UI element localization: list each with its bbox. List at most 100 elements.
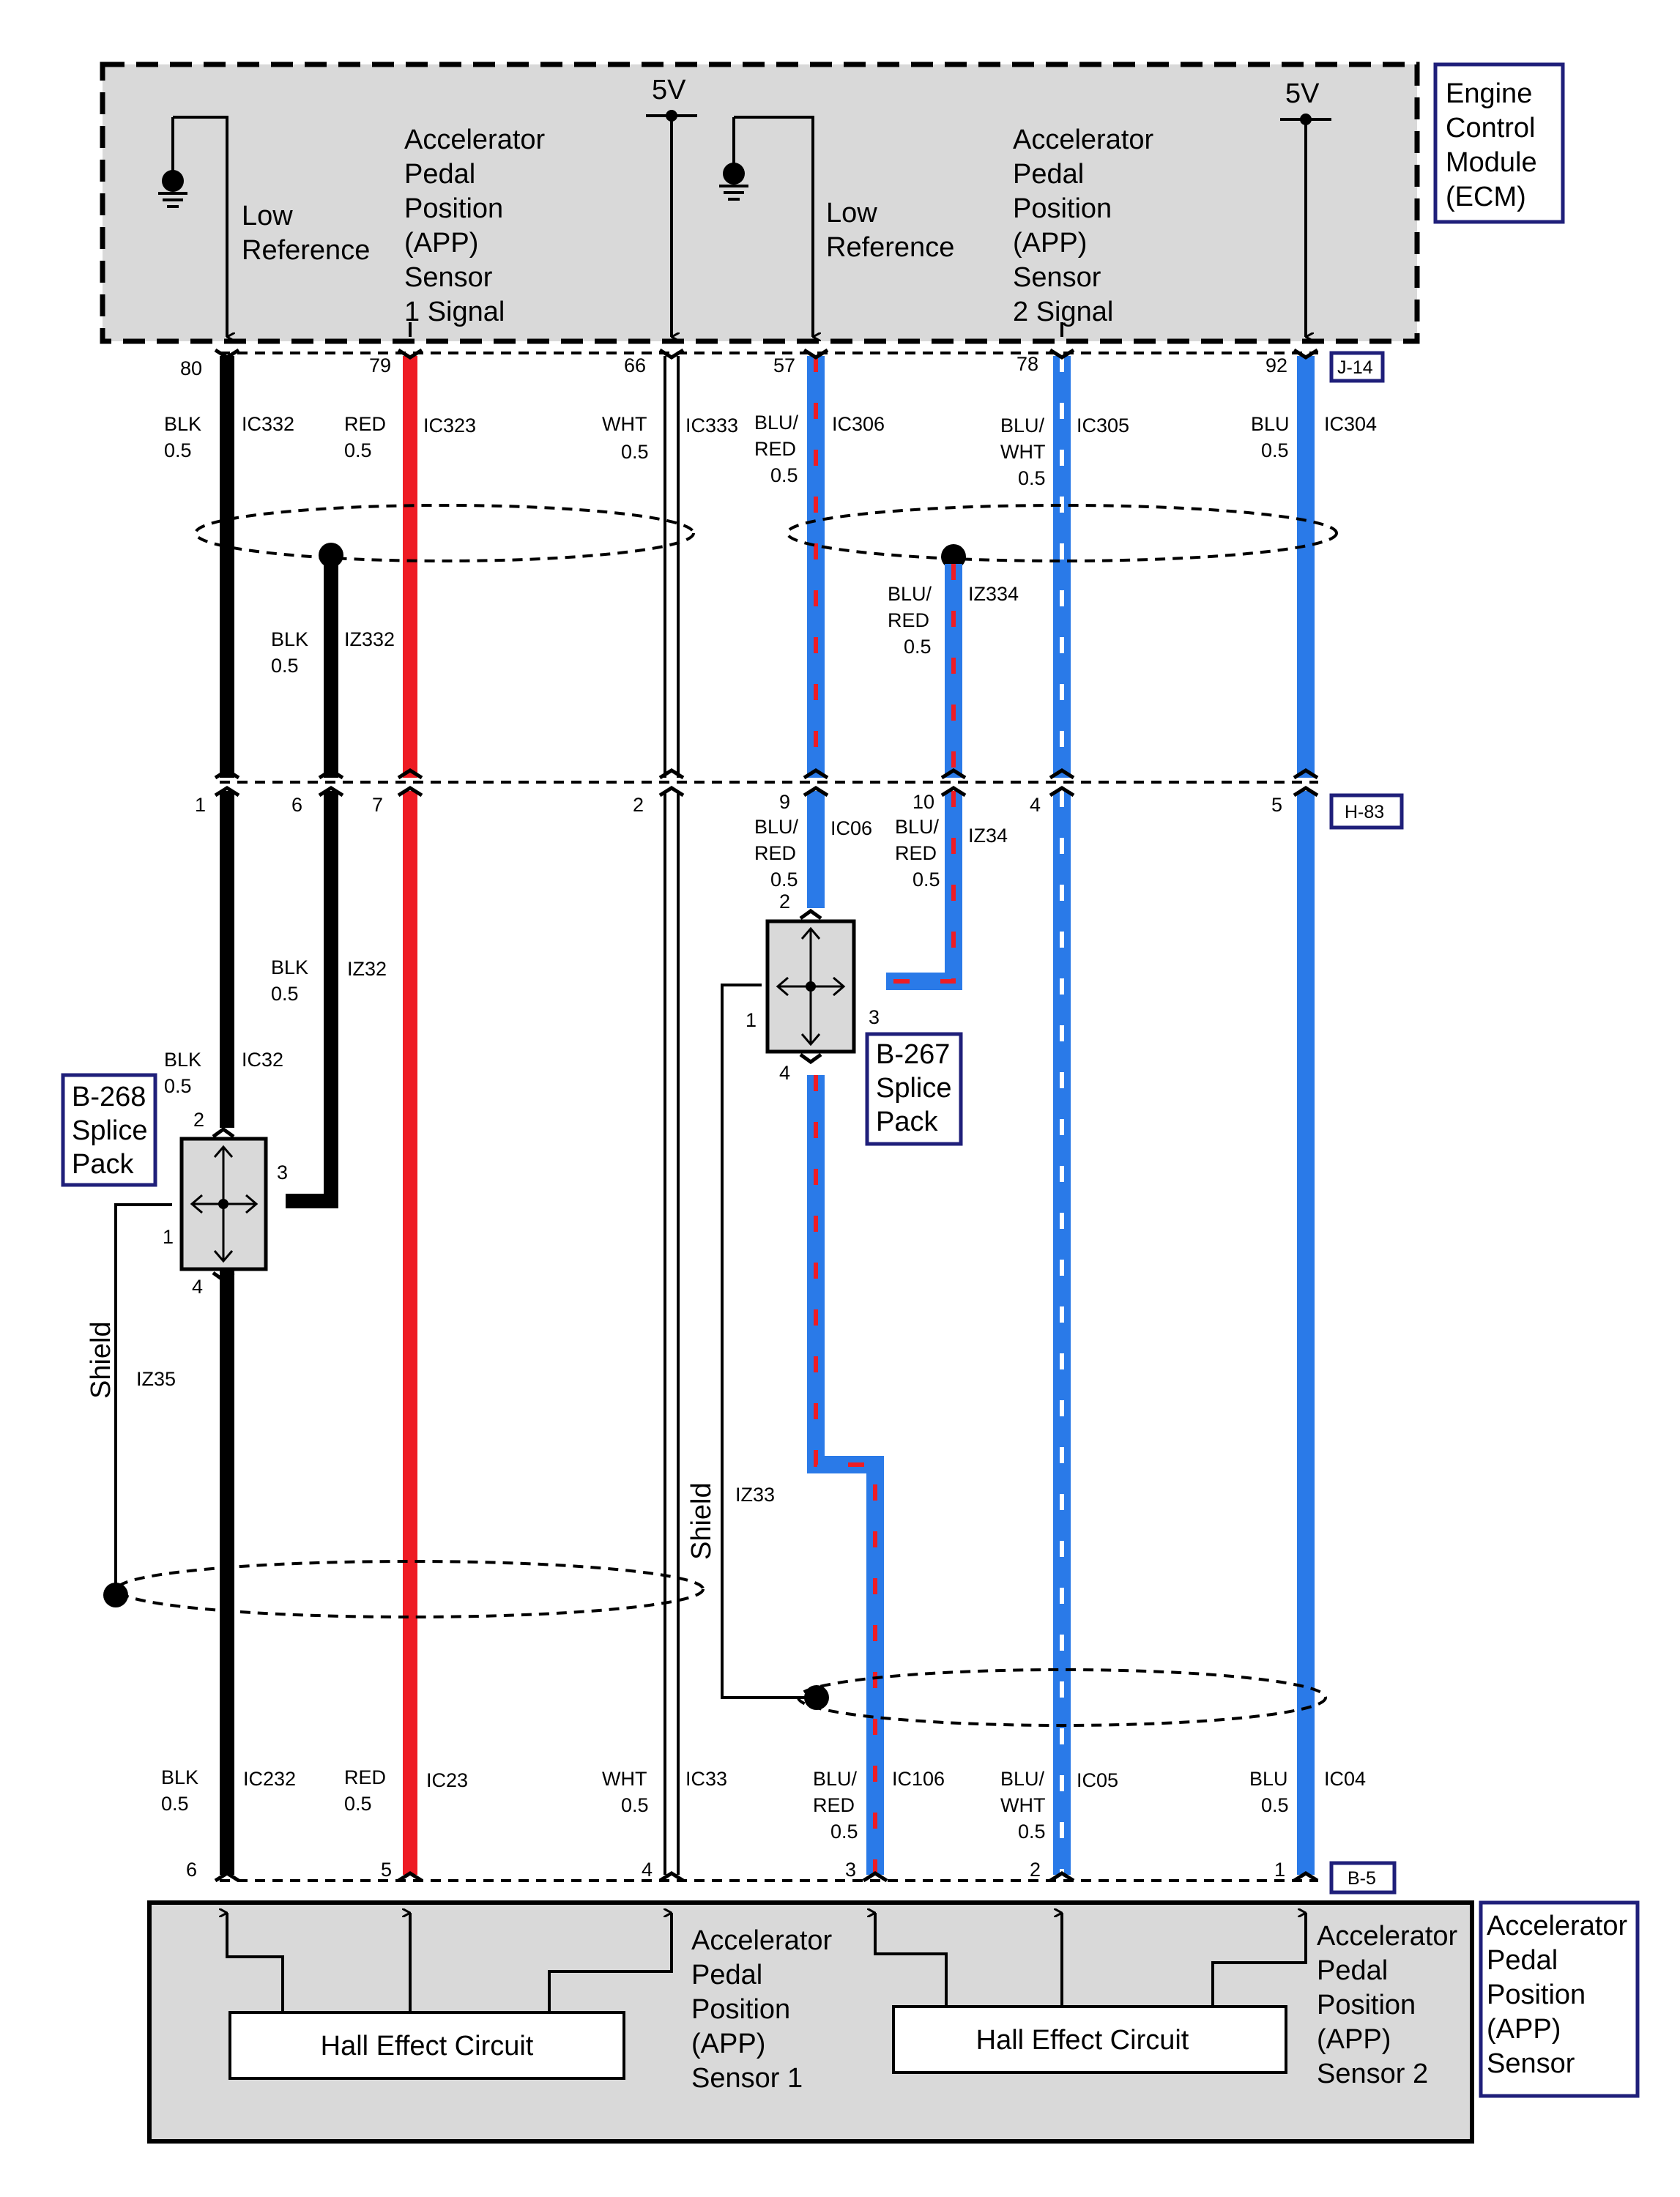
terminal-chevron <box>803 348 829 360</box>
pin-number: 10 <box>913 791 934 813</box>
ecm-title-line: Control <box>1446 113 1536 144</box>
sensor-title-line: Accelerator <box>1487 1911 1628 1941</box>
wire-labels-bottom: BLK 0.5 IC232 RED 0.5 IC23 WHT 0.5 IC33 … <box>161 1766 1366 1843</box>
wire-color: BLK <box>271 628 308 650</box>
shield-ellipses <box>116 504 1338 1727</box>
splice-b268-title: Splice <box>72 1115 148 1146</box>
splice-pin: 1 <box>163 1226 174 1248</box>
wire-circuit: IC33 <box>685 1768 727 1790</box>
terminal-chevron <box>803 786 829 798</box>
app2-sensor-line: Pedal <box>1317 1955 1388 1986</box>
splice-pin: 4 <box>192 1276 203 1298</box>
ecm-title-box: Engine Control Module (ECM) <box>1433 62 1565 224</box>
wire-color: WHT <box>1000 441 1045 463</box>
pin-number: 57 <box>773 354 795 376</box>
wire-color: 0.5 <box>770 869 798 891</box>
wire-labels-mid: BLK 0.5 IZ332 BLU/ RED 0.5 IZ334 BLK 0.5… <box>164 583 1019 1097</box>
wire-color: 0.5 <box>161 1793 189 1815</box>
wire-color: RED <box>344 1766 386 1788</box>
wire-circuit: IC332 <box>242 413 294 435</box>
wire-color: BLU/ <box>1000 415 1045 436</box>
wire-color: 0.5 <box>913 869 940 891</box>
terminal-chevron <box>940 786 967 798</box>
wire-circuit: IC106 <box>892 1768 945 1790</box>
splice-pack-b267 <box>765 919 856 1054</box>
pin-number: 3 <box>845 1859 856 1881</box>
shield-circuit: IZ33 <box>735 1484 775 1506</box>
splice-pack-b268 <box>179 1137 268 1271</box>
pin-number: 78 <box>1016 353 1038 375</box>
wire-color: BLK <box>161 1766 198 1788</box>
supply-5v-label: 5V <box>652 75 686 105</box>
terminal-chevron <box>658 786 685 798</box>
terminal-chevron <box>803 768 829 780</box>
wire-color: 0.5 <box>344 1793 372 1815</box>
app1-signal-line: Pedal <box>404 159 475 190</box>
terminal-chevron <box>214 1871 240 1883</box>
ecm-title-line: Engine <box>1446 78 1532 109</box>
wire-blured-ic106 <box>807 1075 884 1875</box>
wire-color: 0.5 <box>830 1821 858 1843</box>
wire-color: WHT <box>1000 1794 1045 1816</box>
terminal-chevron <box>397 768 423 780</box>
app2-signal-line: Position <box>1013 193 1112 224</box>
app2-signal-line: Sensor <box>1013 262 1101 293</box>
supply-5v-2: 5V <box>1280 78 1331 337</box>
splice-pin: 3 <box>277 1161 288 1183</box>
wire-color: BLU/ <box>754 412 799 434</box>
pin-number: 9 <box>779 791 790 813</box>
terminal-chevron <box>940 768 967 780</box>
pin-number: 2 <box>1030 1859 1041 1881</box>
wire-color: 0.5 <box>621 441 649 463</box>
wire-color: BLU/ <box>1000 1768 1045 1790</box>
app1-sensor-line: Sensor 1 <box>691 2063 803 2094</box>
shield-labels: Shield IZ35 Shield IZ33 <box>86 1321 775 1560</box>
wire-circuit: IC04 <box>1324 1768 1366 1790</box>
connector-h83-label: H-83 <box>1329 793 1404 830</box>
splice-pin: 2 <box>779 891 790 912</box>
terminal-chevron <box>1293 768 1319 780</box>
splice-pins: 2 3 1 4 2 3 1 4 <box>163 891 880 1298</box>
shield-drain-left <box>103 1203 172 1607</box>
app2-signal-line: (APP) <box>1013 228 1087 259</box>
connector-id: B-5 <box>1348 1868 1376 1889</box>
wire-color: 0.5 <box>271 983 299 1005</box>
connector-id: J-14 <box>1337 357 1373 378</box>
wire-color: RED <box>813 1794 855 1816</box>
ecm-title-line: (ECM) <box>1446 182 1526 212</box>
terminal-chevrons <box>212 348 1319 1883</box>
pins-bottom: 6 5 4 3 2 1 <box>186 1859 1285 1881</box>
wire-color: 0.5 <box>344 439 372 461</box>
terminal-chevron <box>1293 786 1319 798</box>
terminal-chevron <box>799 908 822 921</box>
low-reference-label: Low <box>826 198 877 228</box>
supply-5v-label: 5V <box>1285 78 1320 109</box>
terminal-chevron <box>1049 786 1075 798</box>
low-reference-label: Reference <box>826 232 954 263</box>
wire-color: BLU <box>1251 413 1290 435</box>
terminal-chevron <box>1049 348 1075 360</box>
wire-circuit: IZ34 <box>968 825 1008 847</box>
wire-color: RED <box>344 413 386 435</box>
splice-b268-title: B-268 <box>72 1082 146 1112</box>
sensor-title-line: Sensor <box>1487 2048 1575 2079</box>
app-sensor-title-box: Accelerator Pedal Position (APP) Sensor <box>1479 1900 1640 2098</box>
app2-signal-label: Accelerator Pedal Position (APP) Sensor … <box>1013 124 1154 327</box>
wire-color: BLU <box>1249 1768 1288 1790</box>
wire-circuit: IC306 <box>832 413 885 435</box>
shield-label: Shield <box>686 1482 717 1560</box>
pin-number: 66 <box>624 354 646 376</box>
wire-color: WHT <box>602 1768 647 1790</box>
terminal-chevron <box>214 348 240 360</box>
wire-color: 0.5 <box>1018 1821 1046 1843</box>
wire-circuit: IC305 <box>1077 415 1129 436</box>
splice-pin: 1 <box>746 1009 757 1031</box>
hall-effect-circuit-2: Hall Effect Circuit <box>875 1913 1307 2074</box>
wire-labels-top: BLK 0.5 IC332 RED 0.5 IC323 WHT 0.5 IC33… <box>164 412 1377 489</box>
shield-drain-right <box>721 984 829 1710</box>
wire-color: BLU/ <box>754 816 799 838</box>
wire-circuit: IC232 <box>243 1768 296 1790</box>
low-reference-label: Reference <box>242 235 370 266</box>
wire-color: WHT <box>602 413 647 435</box>
